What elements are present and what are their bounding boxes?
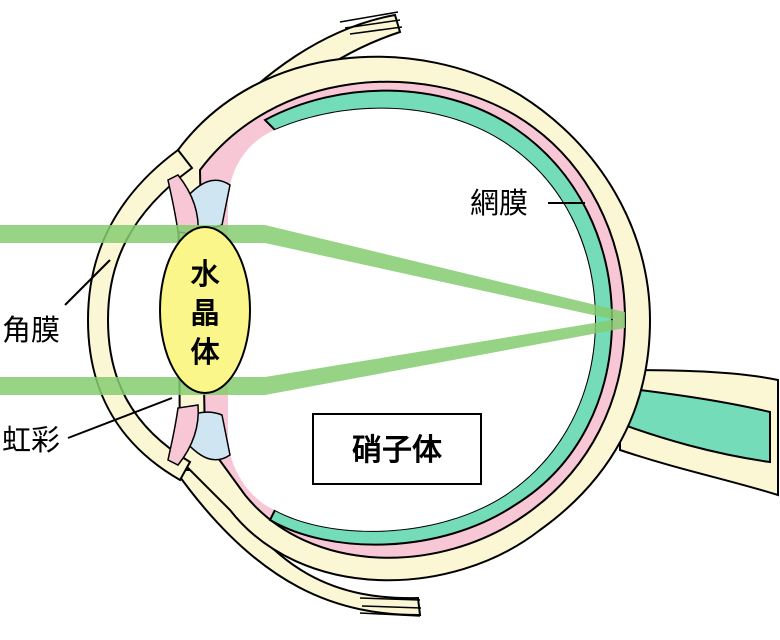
lens — [159, 226, 251, 394]
vitreous-label-box — [312, 413, 482, 485]
optic-nerve — [597, 368, 779, 497]
iris-label: 虹彩 — [2, 423, 60, 457]
cornea-label: 角膜 — [2, 313, 60, 347]
cornea-leader-line — [64, 259, 111, 306]
lens-label-3: 体 — [190, 335, 220, 369]
lens-label-2: 晶 — [190, 296, 219, 330]
vitreous-label: 硝子体 — [352, 433, 443, 468]
light-rays — [0, 225, 625, 395]
retina-label: 網膜 — [470, 186, 528, 220]
lens-label-1: 水 — [190, 257, 220, 291]
iris-leader-line — [67, 397, 173, 439]
